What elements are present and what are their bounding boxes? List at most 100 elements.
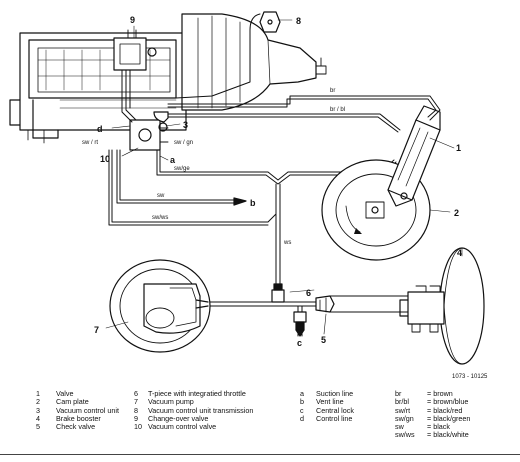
callout-6: 6 [306, 288, 311, 298]
legend-text: Check valve [56, 422, 96, 432]
legend-key: sw/ws [395, 430, 415, 440]
central-lock-fitting [293, 311, 307, 337]
callout-3: 3 [183, 120, 188, 130]
legend-text: Vacuum control valve [148, 422, 217, 432]
brake-booster [399, 247, 485, 365]
legend-text: Change-over valve [148, 413, 209, 423]
legend-key: br/bl [395, 397, 409, 407]
vacuum-pump [109, 259, 211, 353]
legend-text: = brown [427, 389, 453, 398]
legend-text: = black/green [427, 413, 471, 423]
wire-label-swgn: sw / gn [174, 140, 193, 146]
legend-key: 2 [36, 397, 40, 407]
legend-key: c [300, 405, 304, 415]
legend-text: = black/white [427, 430, 469, 440]
legend-text: Control line [316, 413, 353, 423]
callout-1: 1 [456, 143, 461, 153]
callout-7: 7 [94, 325, 99, 335]
legend-row: a Suction line [300, 389, 354, 398]
legend-key: 3 [36, 405, 40, 415]
check-valve [315, 295, 335, 313]
t-piece [271, 283, 285, 303]
callout-5: 5 [321, 335, 326, 345]
legend-row: c Central lock [300, 405, 354, 415]
wire-label-ws: ws [283, 240, 291, 246]
legend-row: sw = black [395, 422, 470, 432]
legend-text: Cam plate [56, 397, 89, 407]
valve [387, 105, 441, 207]
legend-key: b [300, 397, 304, 407]
legend-key: 5 [36, 422, 40, 432]
leader-lines [105, 19, 463, 335]
legend-row: br/bl = brown/blue [395, 397, 470, 407]
wire-label-swws: sw/ws [152, 215, 168, 221]
legend-text: = black/red [427, 405, 463, 415]
legend-row: 9 Change-over valve [134, 413, 253, 423]
callout-9: 9 [130, 15, 135, 25]
vacuum-control-unit [153, 111, 169, 132]
legend-row: 4 Brake booster [36, 413, 119, 423]
legend-row: sw/gn = black/green [395, 413, 471, 423]
callout-c: c [297, 338, 302, 348]
rotation-arrow-icon [354, 228, 362, 234]
legend-key: sw/rt [395, 405, 411, 415]
legend-lines: a Suction line b Vent line c Central lock d Con… [300, 389, 354, 423]
legend-text: Brake booster [56, 413, 101, 423]
legend-key: 4 [36, 413, 40, 423]
legend-key: br [395, 389, 402, 398]
vent-arrow-icon [233, 197, 247, 206]
legend-row: d Control line [300, 413, 354, 423]
legend-colors: br = brown br/bl = brown/blue sw/rt = black/r… [395, 389, 471, 440]
legend-row: 7 Vacuum pump [134, 397, 253, 407]
figure-code: 1073 - 10125 [452, 374, 488, 380]
legend-text: = black [427, 422, 450, 432]
legend-key: 10 [134, 422, 142, 432]
wire-label-brbl: br / bl [330, 107, 345, 113]
bottom-rule [0, 454, 520, 455]
vacuum-control-unit-transmission [249, 11, 281, 35]
legend-row: 10 Vacuum control valve [134, 422, 253, 432]
legend-row: 3 Vacuum control unit [36, 405, 119, 415]
legend-text: = brown/blue [427, 397, 469, 407]
callout-4: 4 [457, 248, 462, 258]
legend-row: 8 Vacuum control unit transmission [134, 405, 254, 415]
wire-label-swge: sw/ge [174, 166, 190, 172]
legend-key: 1 [36, 389, 40, 398]
callout-8: 8 [296, 16, 301, 26]
legend-key: 7 [134, 397, 138, 407]
legend-key: 9 [134, 413, 138, 423]
legend-key: a [300, 389, 304, 398]
wire-label-sw: sw [157, 193, 165, 199]
legend-text: Central lock [316, 405, 354, 415]
legend-text: Vacuum control unit [56, 405, 119, 415]
legend-key: sw [395, 422, 404, 432]
wire-label-swrt: sw / rt [82, 140, 98, 146]
legend-row: 2 Cam plate [36, 397, 119, 407]
legend-key: 6 [134, 389, 138, 398]
change-over-valve [113, 29, 157, 71]
legend-key: 8 [134, 405, 138, 415]
legend-row: br = brown [395, 389, 470, 398]
legend-text: Suction line [316, 389, 354, 398]
callout-d: d [97, 124, 103, 134]
legend-text: T-piece with integratied throttle [148, 389, 246, 398]
legend-row: sw/rt = black/red [395, 405, 470, 415]
legend-row: b Vent line [300, 397, 354, 407]
callout-2: 2 [454, 208, 459, 218]
wire-label-br: br [330, 88, 335, 94]
legend-key: sw/gn [395, 413, 414, 423]
legend-key: d [300, 413, 304, 423]
legend-text: Vacuum control unit transmission [148, 405, 254, 415]
callout-a: a [170, 155, 176, 165]
callout-10: 10 [100, 154, 110, 164]
legend-text: Vacuum pump [148, 397, 194, 407]
legend-row: 6 T-piece with integratied throttle [134, 389, 253, 398]
legend-text: Vent line [316, 397, 344, 407]
legend-row: 5 Check valve [36, 422, 119, 432]
legend-row: sw/ws = black/white [395, 430, 470, 440]
callout-b: b [250, 198, 256, 208]
